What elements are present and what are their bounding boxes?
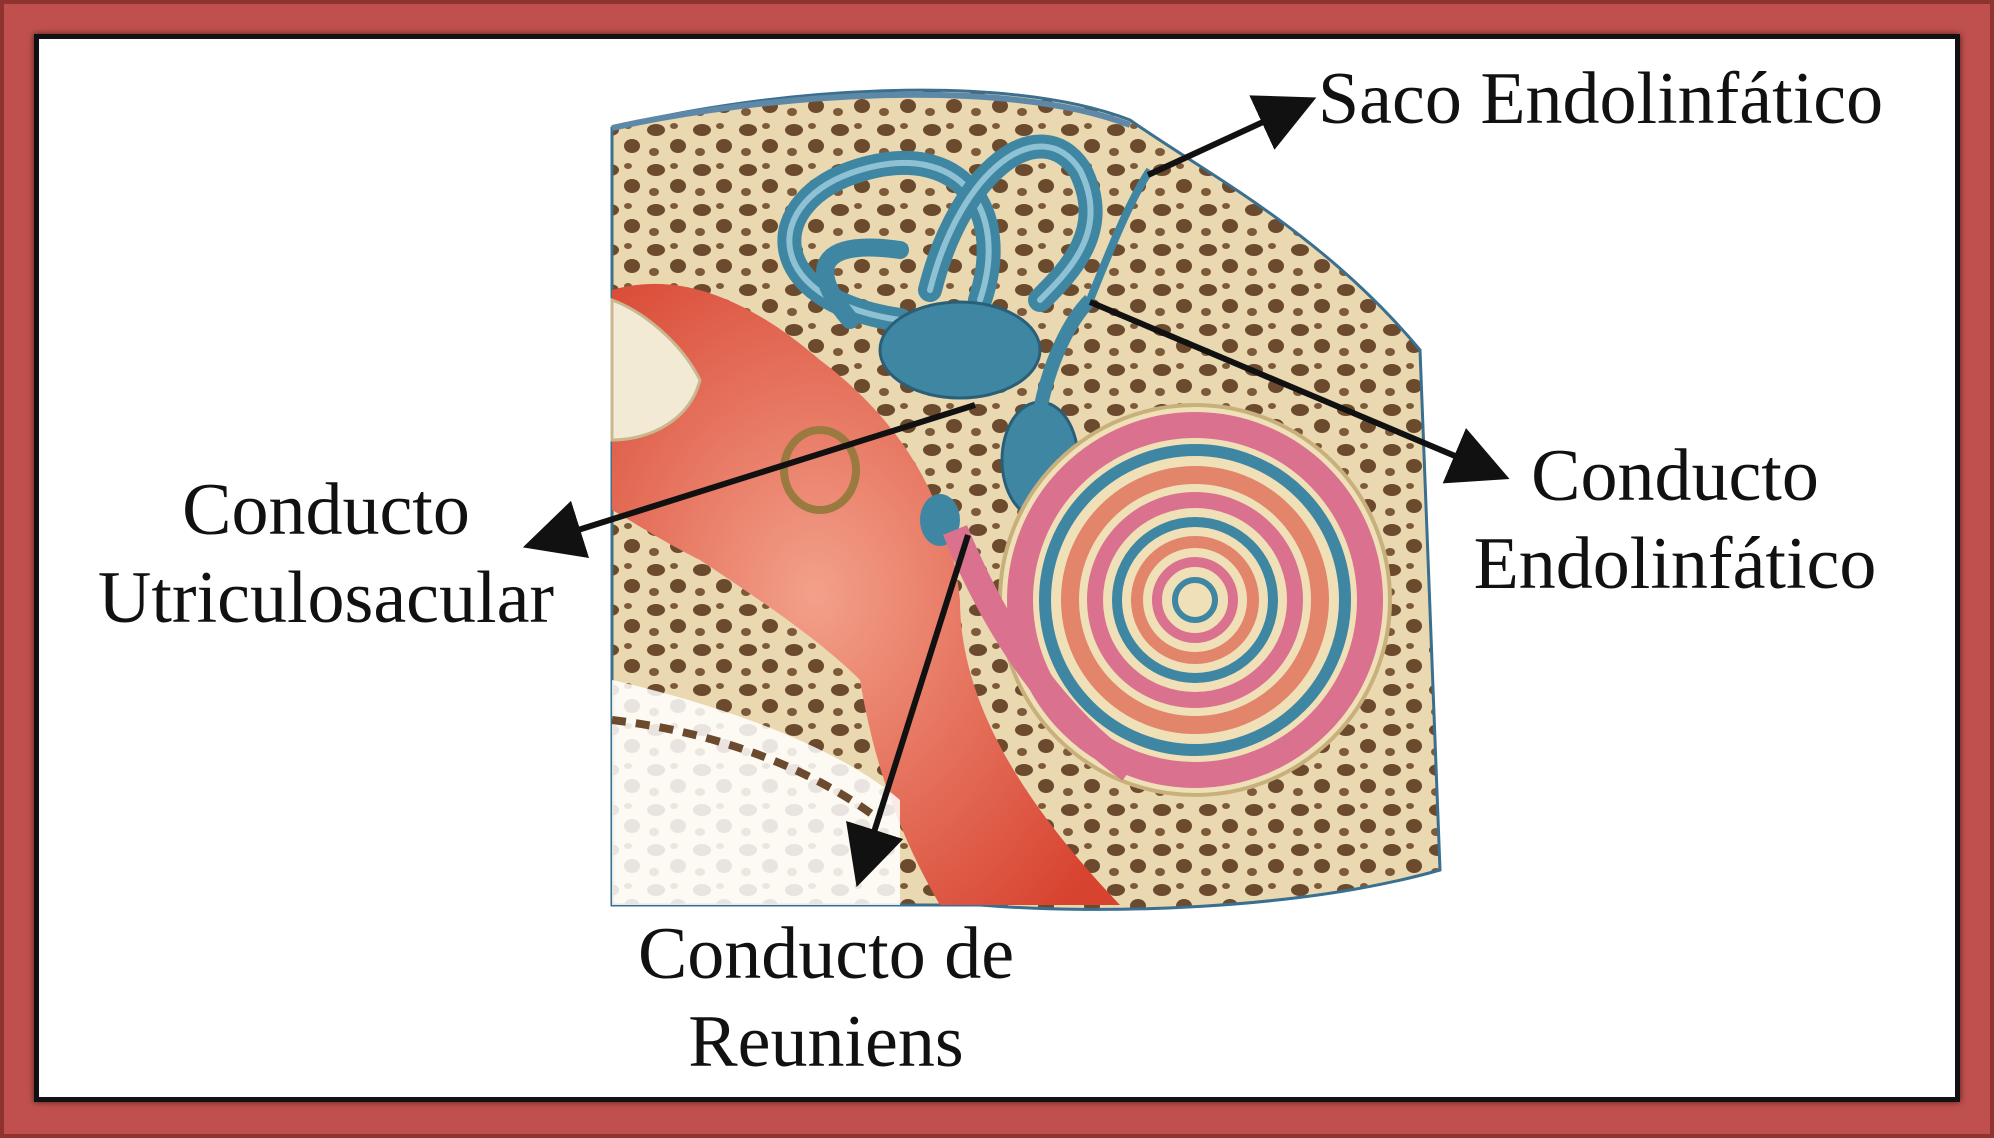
arrow-conducto-de-reuniens [846,534,971,888]
label-conducto-endolinfatico-line2: Endolinfático [1473,523,1877,605]
label-conducto-de-reuniens-line1: Conducto de [637,913,1015,995]
label-conducto-utriculosacular-line2: Utriculosacular [97,557,555,639]
arrow-saco-endolinfatico [1146,95,1317,178]
arrow-conducto-utriculosacular [522,402,976,558]
label-conducto-utriculosacular: Conducto Utriculosacular [56,466,596,642]
cochlea [942,403,1392,797]
endolymphatic-duct-shape [1086,167,1154,302]
label-conducto-utriculosacular-line1: Conducto [182,469,470,551]
pointer-arrows [522,95,1510,888]
arrow-conducto-endolinfatico [1088,299,1510,484]
label-conducto-endolinfatico: Conducto Endolinfático [1470,432,1880,608]
label-conducto-de-reuniens-line2: Reuniens [688,1001,964,1083]
middle-ear-tissue [610,283,1120,905]
label-conducto-de-reuniens: Conducto de Reuniens [606,910,1046,1086]
label-saco-endolinfatico-text: Saco Endolinfático [1318,58,1884,140]
label-saco-endolinfatico: Saco Endolinfático [1318,55,1883,143]
semicircular-canals [777,134,1103,332]
label-conducto-endolinfatico-line1: Conducto [1531,435,1819,517]
